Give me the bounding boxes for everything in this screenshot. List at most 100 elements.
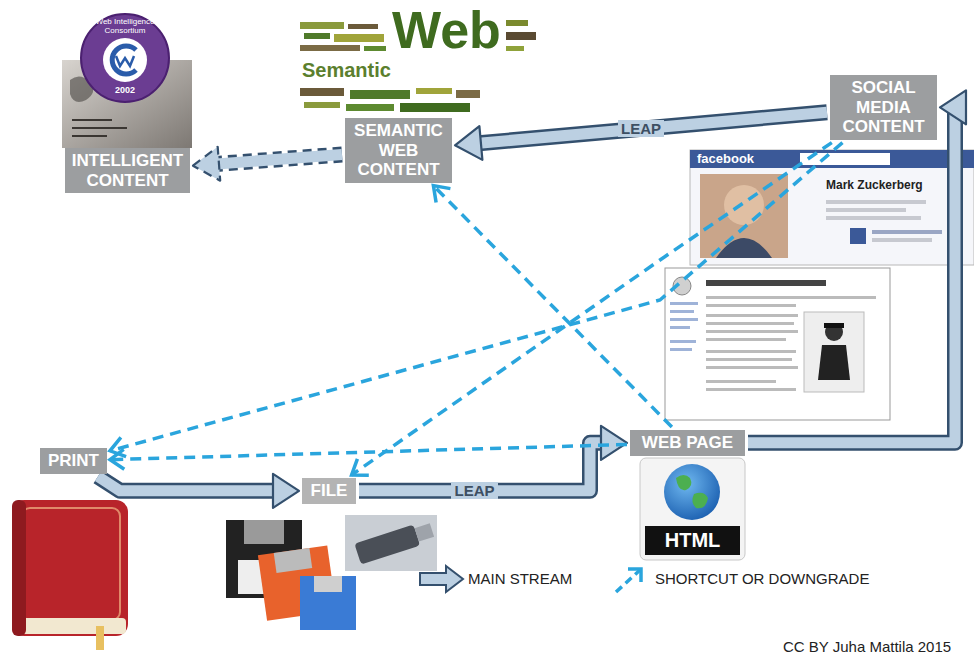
label-box: PRINT bbox=[40, 448, 107, 474]
shortcut-arrow bbox=[110, 143, 843, 457]
cloud-word: Semantic bbox=[302, 58, 391, 82]
logo-year: 2002 bbox=[110, 85, 140, 95]
chevron-head bbox=[110, 437, 126, 456]
book-icon-part bbox=[96, 626, 104, 650]
storage-media-part bbox=[354, 520, 435, 565]
book-icon bbox=[12, 500, 128, 650]
arrow-head bbox=[193, 147, 220, 181]
wiki-screenshot-part bbox=[824, 323, 844, 328]
storage-media-part-part bbox=[274, 548, 312, 573]
wiki-screenshot-part bbox=[665, 268, 890, 420]
html-icon-part bbox=[645, 526, 740, 555]
word-cloud-part bbox=[304, 102, 340, 108]
storage-media-part bbox=[300, 576, 356, 630]
word-cloud-part bbox=[506, 20, 528, 26]
word-cloud-part bbox=[348, 24, 378, 29]
word-cloud-part bbox=[300, 88, 344, 96]
label-box: INTELLIGENT CONTENT bbox=[65, 148, 190, 193]
book-icon-part bbox=[22, 508, 120, 620]
word-cloud-part bbox=[364, 46, 386, 51]
word-cloud-part bbox=[334, 34, 384, 42]
facebook-screenshot-part bbox=[690, 150, 974, 265]
consortium-logo-part bbox=[112, 46, 136, 74]
word-cloud-part bbox=[346, 104, 394, 111]
consortium-logo-part bbox=[116, 56, 134, 66]
storage-media bbox=[226, 515, 437, 630]
arrow-outline bbox=[748, 107, 964, 443]
box-label: SEMANTIC WEB CONTENT bbox=[351, 121, 446, 180]
word-cloud-part bbox=[304, 33, 330, 39]
book-icon-part bbox=[22, 618, 126, 634]
wiki-screenshot-part bbox=[818, 345, 850, 380]
storage-media-part-part bbox=[415, 523, 435, 541]
shortcut-arrow bbox=[352, 143, 832, 476]
wiki-screenshot-part bbox=[706, 322, 794, 325]
dashed-line bbox=[110, 445, 627, 460]
arrow-body bbox=[748, 107, 964, 443]
box-label: FILE bbox=[308, 481, 350, 501]
arrow-head bbox=[273, 474, 299, 508]
storage-media-part-part bbox=[354, 525, 420, 565]
storage-media-part bbox=[244, 520, 284, 544]
html-icon bbox=[640, 458, 745, 560]
wiki-screenshot-part bbox=[825, 323, 843, 341]
facebook-screenshot-part bbox=[850, 228, 866, 244]
box-label: WEB PAGE bbox=[636, 433, 739, 453]
label-box: FILE bbox=[302, 478, 356, 504]
license-note: CC BY Juha Mattila 2015 bbox=[783, 638, 951, 656]
arrow-body bbox=[217, 155, 342, 164]
legend-label: MAIN STREAM bbox=[468, 570, 572, 588]
edge-label: LEAP bbox=[451, 482, 497, 499]
label-box: WEB PAGE bbox=[630, 430, 745, 456]
storage-media-part bbox=[314, 576, 342, 592]
arrow-outline bbox=[98, 477, 275, 491]
box-label: SOCIAL MEDIA CONTENT bbox=[836, 78, 931, 137]
main-stream-arrow bbox=[193, 147, 342, 181]
dashed-line bbox=[352, 143, 832, 475]
chevron-head bbox=[352, 459, 369, 475]
facebook-screenshot-part bbox=[700, 174, 788, 258]
html-icon-part bbox=[664, 464, 720, 520]
label-box: SEMANTIC WEB CONTENT bbox=[345, 118, 452, 183]
facebook-screenshot-part bbox=[826, 208, 906, 212]
wiki-screenshot-part bbox=[670, 340, 696, 343]
icon-caption: HTML bbox=[645, 529, 740, 552]
wiki-screenshot-part bbox=[706, 280, 826, 286]
wiki-screenshot-part bbox=[706, 314, 798, 317]
html-icon-part bbox=[676, 475, 691, 490]
wiki-screenshot-part bbox=[670, 326, 690, 329]
wiki-screenshot-part bbox=[670, 318, 698, 321]
facebook-screenshot-part bbox=[826, 216, 921, 220]
consortium-logo-part bbox=[103, 38, 147, 82]
arrow-head bbox=[601, 426, 627, 460]
legend-sample-part bbox=[616, 570, 640, 592]
wiki-screenshot bbox=[665, 268, 890, 420]
legend-sample-part bbox=[628, 569, 641, 582]
wiki-screenshot-part bbox=[706, 380, 776, 383]
profile-name: Mark Zuckerberg bbox=[826, 178, 923, 193]
chevron-head bbox=[433, 186, 450, 203]
main-stream-arrow bbox=[359, 426, 627, 491]
arrow-outline bbox=[217, 155, 342, 164]
word-cloud-part bbox=[400, 103, 470, 112]
facebook-screenshot bbox=[690, 150, 974, 265]
facebook-screenshot-part bbox=[872, 238, 932, 242]
facebook-screenshot-part bbox=[826, 200, 926, 204]
word-cloud-part bbox=[506, 32, 536, 40]
legend-sample bbox=[420, 566, 641, 592]
word-cloud-part bbox=[416, 88, 452, 94]
wiki-screenshot-part bbox=[670, 348, 692, 351]
main-stream-arrow bbox=[98, 474, 299, 508]
box-label: INTELLIGENT CONTENT bbox=[71, 151, 184, 190]
word-cloud-part bbox=[456, 90, 480, 98]
word-cloud-part bbox=[350, 90, 410, 99]
wiki-screenshot-part bbox=[706, 338, 786, 341]
shortcut-arrow bbox=[110, 445, 627, 470]
wiki-screenshot-part bbox=[670, 310, 694, 313]
wiki-screenshot-part bbox=[706, 350, 796, 353]
logo-text: Web Intelligence Consortium bbox=[90, 17, 160, 35]
facebook-screenshot-part bbox=[716, 238, 772, 258]
word-cloud-part bbox=[506, 46, 524, 51]
